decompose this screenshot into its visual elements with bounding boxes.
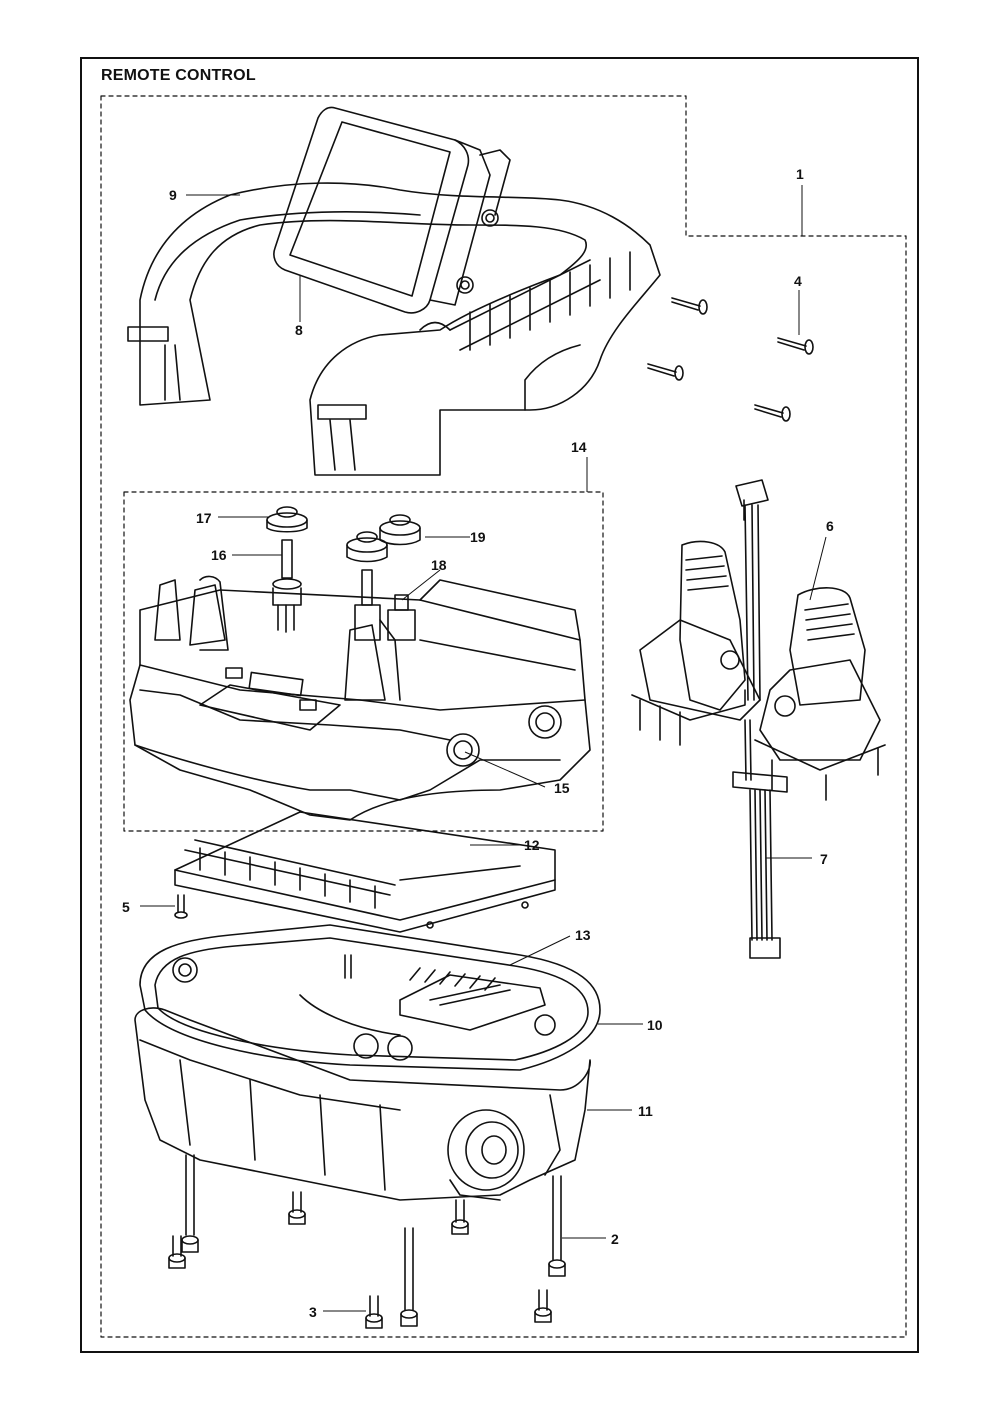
callout-17: 17 xyxy=(196,510,212,526)
callout-12: 12 xyxy=(524,837,540,853)
callout-6: 6 xyxy=(826,518,834,534)
callout-5: 5 xyxy=(122,899,130,915)
callout-3: 3 xyxy=(309,1304,317,1320)
screw-group-4 xyxy=(647,297,814,422)
screw-part-5 xyxy=(174,894,352,979)
callout-15: 15 xyxy=(554,780,570,796)
callout-11: 11 xyxy=(638,1103,653,1119)
callout-16: 16 xyxy=(211,547,227,563)
circuit-board-part xyxy=(174,811,556,933)
handle-frame-part xyxy=(127,182,661,476)
bolt-group-2-3 xyxy=(168,1154,566,1329)
page-title: REMOTE CONTROL xyxy=(101,67,256,84)
callout-18: 18 xyxy=(431,557,447,573)
callout-8: 8 xyxy=(295,322,303,338)
leader-lines xyxy=(140,185,827,1312)
callout-13: 13 xyxy=(575,927,591,943)
cable-part xyxy=(732,504,788,959)
callout-19: 19 xyxy=(470,529,486,545)
callout-9: 9 xyxy=(169,187,177,203)
callout-4: 4 xyxy=(794,273,802,289)
callout-2: 2 xyxy=(611,1231,619,1247)
callout-1: 1 xyxy=(796,166,804,182)
joystick-housing-part xyxy=(129,575,591,821)
enclosure-part xyxy=(134,1007,591,1201)
connector-board-part xyxy=(399,967,546,1031)
gasket-part xyxy=(139,924,601,1071)
stick-part-16 xyxy=(272,539,302,633)
knob-part-19 xyxy=(346,514,421,563)
knob-part-17 xyxy=(266,506,308,533)
callout-7: 7 xyxy=(820,851,828,867)
assembly-boundary-1 xyxy=(100,95,907,1338)
page-frame xyxy=(80,57,919,1353)
callout-14: 14 xyxy=(571,439,587,455)
subassembly-14-boundary xyxy=(123,491,604,832)
display-part xyxy=(273,106,511,314)
callout-10: 10 xyxy=(647,1017,663,1033)
toggle-part-18 xyxy=(354,569,416,641)
